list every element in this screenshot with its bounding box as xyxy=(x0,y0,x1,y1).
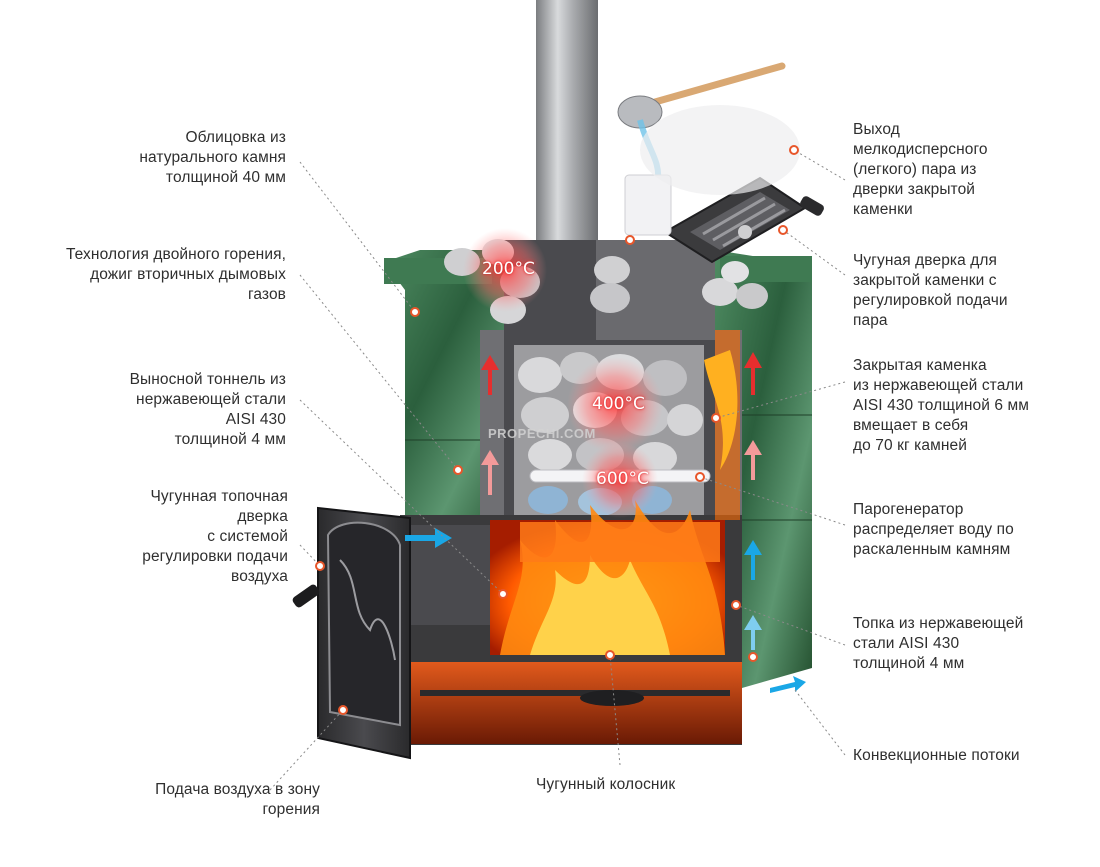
leader-lines xyxy=(269,149,846,791)
marker-double-burn xyxy=(453,465,463,475)
temp-middle: 400°C xyxy=(592,394,645,414)
marker-firedoor xyxy=(315,561,325,571)
watermark: PROPECHI.COM xyxy=(488,426,596,441)
callout-grate: Чугунный колосник xyxy=(536,776,676,793)
marker-steam-out xyxy=(789,145,799,155)
callout-firebox: Топка из нержавеющей стали AISI 430 толщ… xyxy=(853,615,1024,672)
temp-top: 200°C xyxy=(482,259,535,279)
ash-pan xyxy=(410,662,742,744)
hot-air-arrows xyxy=(481,352,762,495)
callout-air-supply: Подача воздуха в зону горения xyxy=(155,781,320,818)
marker-tunnel xyxy=(498,589,508,599)
callout-markers xyxy=(315,145,799,715)
marker-convection xyxy=(748,652,758,662)
callout-stone: Облицовка из натурального камня толщиной… xyxy=(139,129,286,186)
marker-grate xyxy=(605,650,615,660)
callout-steamgen: Парогенератор распределяет воду по раска… xyxy=(853,501,1014,558)
heat-glow-bottom xyxy=(582,442,658,518)
callout-firedoor: Чугунная топочная дверка с системой регу… xyxy=(142,488,288,585)
cast-iron-grate xyxy=(580,690,644,706)
callout-convection: Конвекционные потоки xyxy=(853,747,1020,764)
marker-steamgen xyxy=(695,472,705,482)
marker-closed-heater xyxy=(711,413,721,423)
marker-stone xyxy=(410,307,420,317)
ember-layer xyxy=(520,522,720,562)
stone-cladding-right xyxy=(715,250,812,688)
marker-heater-door xyxy=(778,225,788,235)
callout-tunnel: Выносной тоннель из нержавеющей стали AI… xyxy=(129,371,286,448)
marker-air-supply xyxy=(338,705,348,715)
temp-bottom: 600°C xyxy=(596,469,649,489)
marker-firebox xyxy=(731,600,741,610)
fire-door xyxy=(292,506,411,760)
heat-glow-mid xyxy=(567,357,663,453)
callout-steam-out: Выход мелкодисперсного (легкого) пара из… xyxy=(853,121,988,218)
cold-air-arrows xyxy=(405,528,806,693)
callout-double-burn: Технология двойного горения, дожиг втори… xyxy=(65,246,286,303)
heat-glow-top xyxy=(463,228,547,312)
stone-cladding xyxy=(384,250,520,520)
callout-heater-door: Чугуная дверка для закрытой каменки с ре… xyxy=(853,252,1008,329)
heater-door xyxy=(663,176,824,264)
callout-closed-heater: Закрытая каменка из нержавеющей стали AI… xyxy=(853,357,1030,454)
steam-cloud xyxy=(640,105,800,195)
